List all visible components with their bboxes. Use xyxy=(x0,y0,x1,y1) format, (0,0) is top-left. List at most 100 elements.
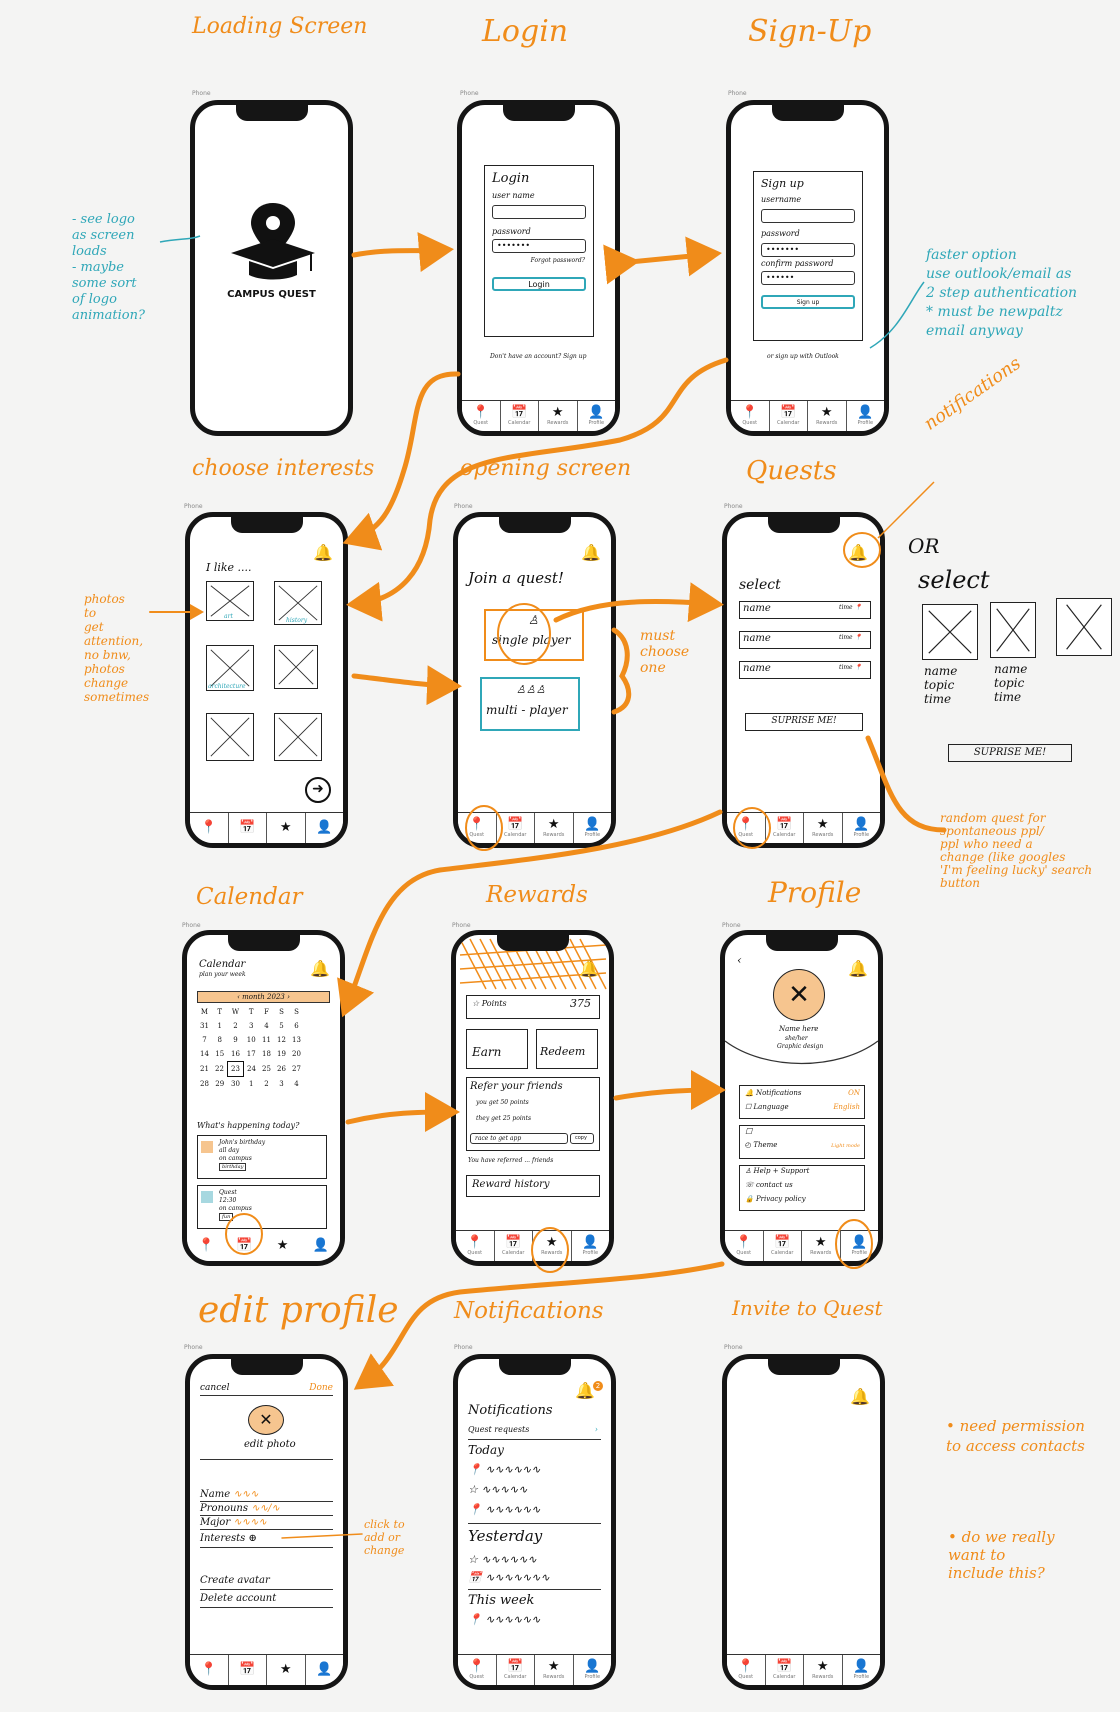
back-icon[interactable]: ‹ xyxy=(737,953,742,967)
bell-icon[interactable]: 🔔 xyxy=(579,959,599,978)
outlook-link[interactable]: or sign up with Outlook xyxy=(767,353,839,360)
tab-quest[interactable]: 📍Quest xyxy=(731,401,770,431)
tab-rewards[interactable]: ★Rewards xyxy=(804,813,843,843)
tab-rewards[interactable]: ★Rewards xyxy=(804,1655,843,1685)
quest-requests-link[interactable]: Quest requests› xyxy=(468,1425,598,1434)
interest-tile[interactable] xyxy=(274,645,318,689)
notification-item[interactable]: 📍 ∿∿∿∿∿∿ xyxy=(468,1503,541,1516)
tab-calendar[interactable]: 📅Calendar xyxy=(766,813,804,843)
pronouns-field[interactable]: Pronouns ∿∿/∿ xyxy=(200,1503,280,1514)
interest-tile[interactable] xyxy=(206,645,254,691)
tab-rewards[interactable]: ★Rewards xyxy=(533,1231,572,1261)
earn-button[interactable] xyxy=(466,1029,528,1069)
interest-tile[interactable] xyxy=(274,713,322,761)
quest-item[interactable] xyxy=(739,631,871,649)
password-field[interactable]: ••••••• xyxy=(761,243,855,257)
tab-profile[interactable]: 👤Profile xyxy=(857,405,874,427)
refer-code-field[interactable]: race to get app xyxy=(470,1133,568,1144)
tab-profile[interactable]: 👤 xyxy=(302,1231,340,1261)
username-field[interactable] xyxy=(761,209,855,223)
tab-rewards[interactable]: ★Rewards xyxy=(539,401,578,431)
tab-calendar[interactable]: 📅 xyxy=(225,1231,263,1261)
event-card[interactable] xyxy=(197,1185,327,1229)
tab-calendar[interactable]: 📅Calendar xyxy=(764,1231,802,1261)
confirm-password-field[interactable]: •••••• xyxy=(761,271,855,285)
interest-tile[interactable] xyxy=(206,713,254,761)
copy-button[interactable]: copy xyxy=(570,1133,594,1144)
tab-profile[interactable]: 👤 xyxy=(306,813,344,843)
language-row[interactable]: ☐ Language xyxy=(745,1103,789,1111)
tab-rewards[interactable]: ★Rewards xyxy=(535,813,574,843)
alt-quest-card[interactable] xyxy=(1056,598,1112,656)
tab-quest[interactable]: 📍 xyxy=(190,813,229,843)
tab-profile[interactable]: 👤Profile xyxy=(853,817,870,839)
forgot-password-link[interactable]: Forgot password? xyxy=(530,257,585,264)
tab-rewards[interactable]: ★Rewards xyxy=(535,1655,574,1685)
tab-calendar[interactable]: 📅 xyxy=(229,813,267,843)
alt-quest-card[interactable] xyxy=(990,602,1036,658)
interest-tile[interactable] xyxy=(206,581,254,621)
login-button[interactable]: Login xyxy=(492,277,586,291)
tab-quest[interactable]: 📍 xyxy=(187,1231,225,1261)
done-button[interactable]: Done xyxy=(309,1383,333,1393)
avatar[interactable]: ✕ xyxy=(773,969,825,1021)
surprise-me-button[interactable]: SUPRISE ME! xyxy=(745,713,863,731)
signup-button[interactable]: Sign up xyxy=(761,295,855,309)
notification-item[interactable]: ☆ ∿∿∿∿∿ xyxy=(468,1483,528,1496)
interest-tile[interactable] xyxy=(274,581,322,625)
refer-card[interactable] xyxy=(466,1077,600,1151)
interests-field[interactable]: Interests ⊕ xyxy=(200,1533,257,1544)
bell-icon[interactable]: 🔔 xyxy=(575,1381,595,1400)
bell-icon[interactable]: 🔔 xyxy=(310,959,330,978)
tab-calendar[interactable]: 📅Calendar xyxy=(766,1655,804,1685)
edit-photo-link[interactable]: edit photo xyxy=(244,1439,296,1450)
bell-icon[interactable]: 🔔 xyxy=(581,543,601,562)
name-field[interactable]: Name ∿∿∿ xyxy=(200,1489,259,1500)
username-field[interactable] xyxy=(492,205,586,219)
tab-quest[interactable]: 📍Quest xyxy=(456,1231,495,1261)
theme-card[interactable] xyxy=(739,1125,865,1159)
major-field[interactable]: Major ∿∿∿∿ xyxy=(200,1517,267,1528)
quest-item[interactable] xyxy=(739,661,871,679)
tab-calendar[interactable]: 📅 xyxy=(229,1655,267,1685)
cancel-button[interactable]: cancel xyxy=(200,1383,230,1393)
tab-rewards[interactable]: ★Rewards xyxy=(802,1231,841,1261)
privacy-row[interactable]: 🔒 Privacy policy xyxy=(745,1195,806,1203)
tab-quest[interactable]: 📍Quest xyxy=(727,813,766,843)
month-header[interactable]: ‹ month 2023 › xyxy=(197,991,330,1003)
bell-icon[interactable]: 🔔 xyxy=(848,543,868,562)
bell-icon[interactable]: 🔔 xyxy=(313,543,333,562)
notifications-row[interactable]: 🔔 Notifications xyxy=(745,1089,802,1097)
tab-calendar[interactable]: 📅Calendar xyxy=(501,401,539,431)
tab-profile[interactable]: 👤Profile xyxy=(584,1659,601,1681)
notification-item[interactable]: ☆ ∿∿∿∿∿∿ xyxy=(468,1553,537,1566)
tab-calendar[interactable]: 📅Calendar xyxy=(495,1231,533,1261)
avatar[interactable]: ✕ xyxy=(248,1405,284,1435)
contact-row[interactable]: ☏ contact us xyxy=(745,1181,793,1189)
tab-rewards[interactable]: ★ xyxy=(264,1231,302,1261)
tab-profile[interactable]: 👤 xyxy=(306,1655,344,1685)
tab-calendar[interactable]: 📅Calendar xyxy=(497,813,535,843)
bell-icon[interactable]: 🔔 xyxy=(850,1387,870,1406)
multi-player-button[interactable] xyxy=(480,677,580,731)
create-avatar-button[interactable]: Create avatar xyxy=(200,1575,270,1586)
theme-row[interactable]: ◴ Theme xyxy=(745,1141,778,1149)
tab-profile[interactable]: 👤Profile xyxy=(851,1235,868,1257)
tab-profile[interactable]: 👤Profile xyxy=(584,817,601,839)
tab-profile[interactable]: 👤Profile xyxy=(588,405,605,427)
signup-link[interactable]: Don't have an account? Sign up xyxy=(490,353,587,360)
tab-quest[interactable]: 📍 xyxy=(190,1655,229,1685)
next-arrow-button[interactable]: ➜ xyxy=(305,777,331,803)
tab-rewards[interactable]: ★Rewards xyxy=(808,401,847,431)
bell-icon[interactable]: 🔔 xyxy=(848,959,868,978)
tab-quest[interactable]: 📍Quest xyxy=(462,401,501,431)
alt-quest-card[interactable] xyxy=(922,604,978,660)
event-card[interactable] xyxy=(197,1135,327,1179)
alt-surprise-button[interactable]: SUPRISE ME! xyxy=(948,744,1072,762)
reward-history-button[interactable] xyxy=(466,1175,600,1197)
tab-calendar[interactable]: 📅Calendar xyxy=(770,401,808,431)
tab-quest[interactable]: 📍Quest xyxy=(725,1231,764,1261)
quest-item[interactable] xyxy=(739,601,871,619)
password-field[interactable]: ••••••• xyxy=(492,239,586,253)
tab-calendar[interactable]: 📅Calendar xyxy=(497,1655,535,1685)
